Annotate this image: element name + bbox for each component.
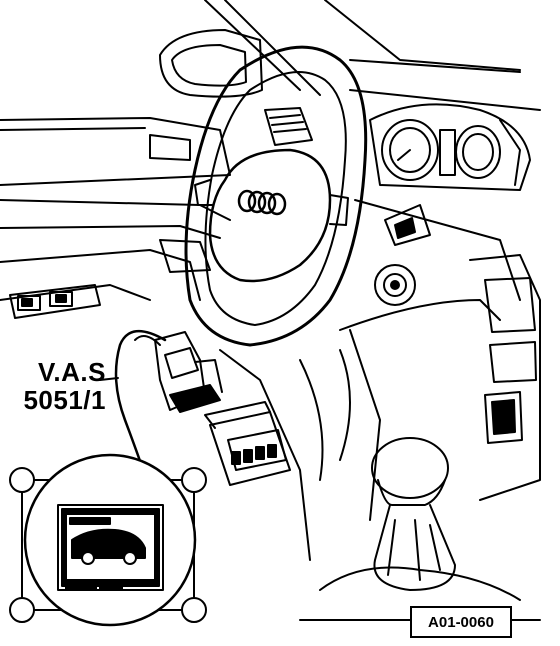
dashboard-center-stack [219, 199, 541, 561]
figure-reference-code: A01-0060 [410, 606, 512, 638]
gear-shift-lever [299, 437, 541, 621]
diagnostic-port [204, 401, 291, 486]
windshield-frame [204, 0, 541, 111]
window-switch-panel [9, 284, 101, 319]
instrument-cluster [369, 103, 531, 191]
ignition-area [374, 204, 431, 306]
four-ring-logo-icon [237, 189, 287, 216]
door-panel [0, 117, 231, 301]
tool-label-line2: 5051/1 [23, 385, 106, 415]
steering-wheel [184, 45, 368, 347]
tester-plug [154, 331, 223, 413]
label-leader-lines [99, 377, 119, 381]
tester-cable [114, 330, 167, 492]
tool-label: V.A.S 5051/1 [14, 358, 106, 414]
tool-label-line1: V.A.S [37, 357, 106, 387]
tester-inset [9, 453, 207, 627]
